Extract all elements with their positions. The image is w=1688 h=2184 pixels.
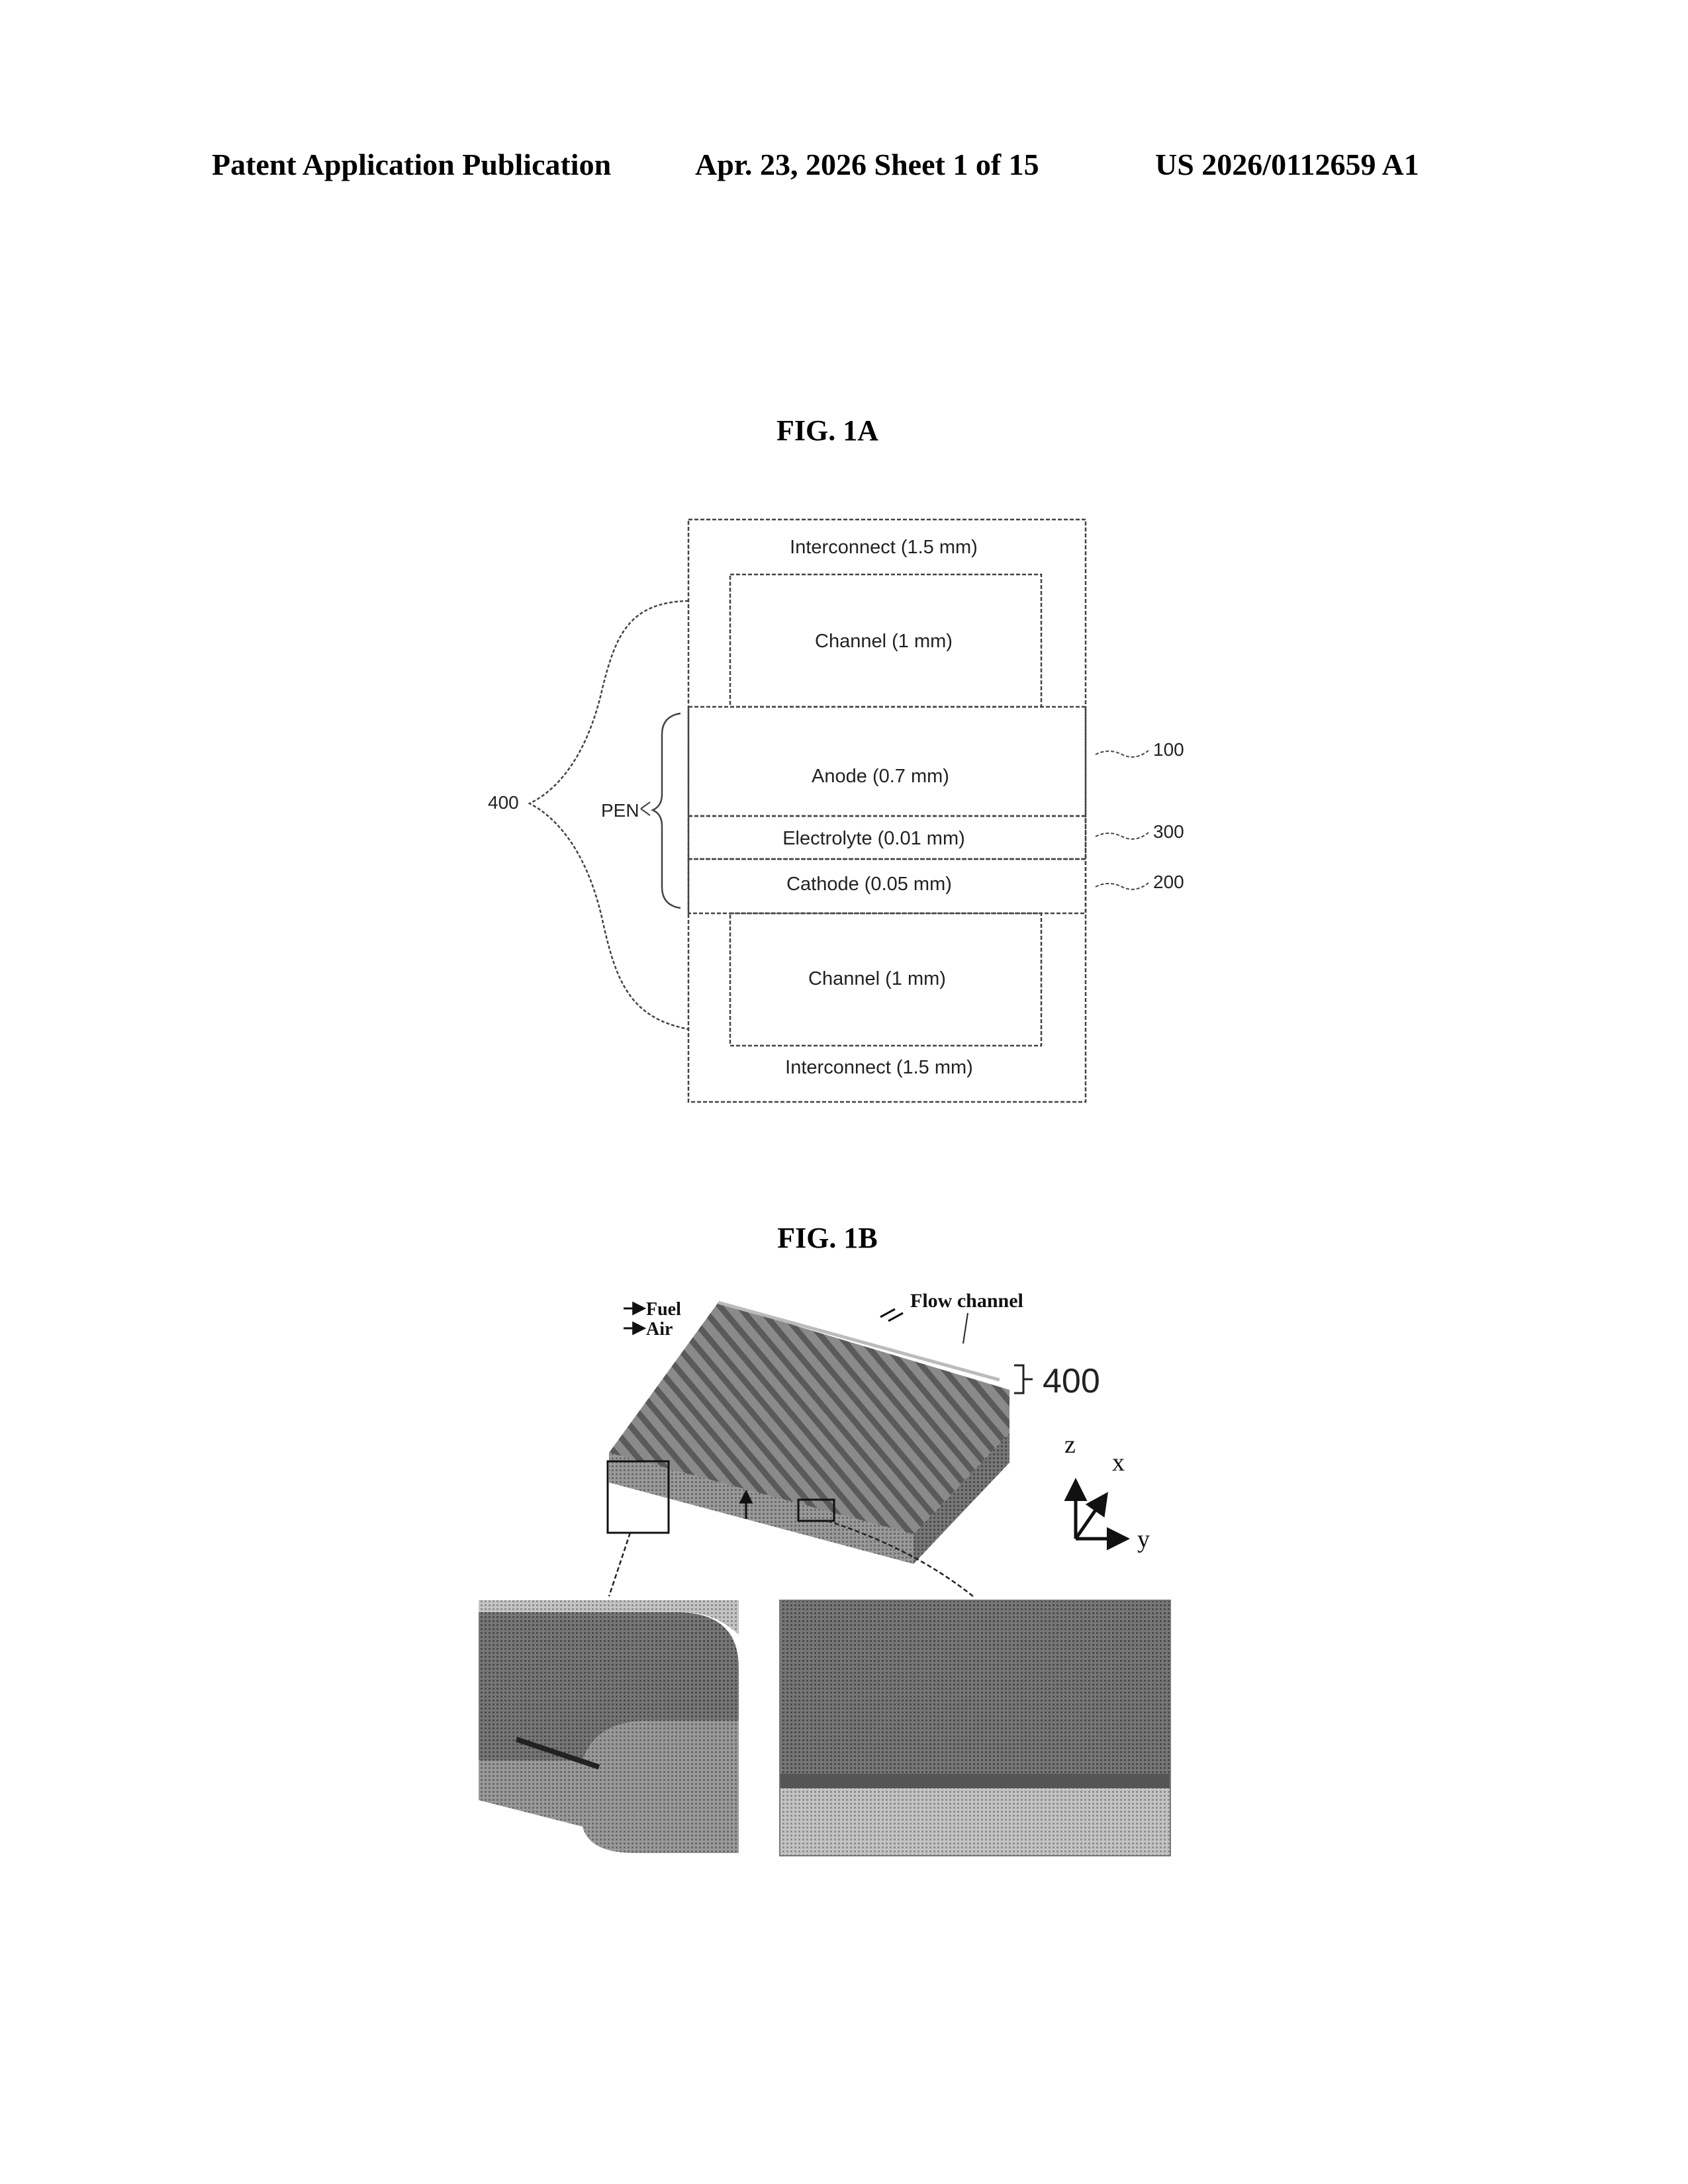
ref-pen: PEN <box>601 800 639 821</box>
label-channel-bottom: Channel (1 mm) <box>808 968 946 989</box>
axes-triad: z x y <box>1064 1431 1150 1553</box>
anode-box <box>688 707 1086 816</box>
inset-right-thin-layer <box>780 1774 1170 1788</box>
leader-100 <box>1096 751 1149 757</box>
x-axis <box>1076 1496 1105 1539</box>
leader-300 <box>1096 833 1149 839</box>
flow-channel-arrows-icon <box>880 1309 903 1321</box>
zoom-inset-corner <box>479 1600 739 1858</box>
flow-channel-label: Flow channel <box>910 1290 1023 1312</box>
ref-200: 200 <box>1153 872 1184 892</box>
outer-interconnect-box <box>688 520 1086 1102</box>
fig1a-diagram <box>688 520 1086 1102</box>
stack-ref-bracket <box>1014 1365 1033 1393</box>
fuel-cell-stack-block <box>608 1302 1009 1564</box>
label-interconnect-bottom: Interconnect (1.5 mm) <box>785 1057 973 1078</box>
ref-100: 100 <box>1153 739 1184 760</box>
label-electrolyte: Electrolyte (0.01 mm) <box>782 828 965 849</box>
ref-300: 300 <box>1153 821 1184 842</box>
axis-label-x: x <box>1112 1449 1125 1477</box>
axis-label-y: y <box>1137 1525 1150 1553</box>
zoom-leader-left <box>609 1533 630 1596</box>
fig1a-refs: 100 300 200 PEN 400 <box>488 601 1184 1029</box>
fig1b-legend: Fuel Air <box>624 1299 681 1340</box>
stack-ref-400: 400 <box>1043 1362 1100 1400</box>
pen-arrow <box>641 802 650 815</box>
inset-right-upper <box>780 1600 1170 1778</box>
flow-channel-leader <box>963 1313 968 1343</box>
label-cathode: Cathode (0.05 mm) <box>786 874 952 895</box>
legend-fuel: Fuel <box>646 1299 681 1320</box>
leader-200 <box>1096 883 1149 889</box>
inset-right-lower <box>780 1788 1170 1856</box>
label-channel-top: Channel (1 mm) <box>815 631 953 652</box>
pen-bracket <box>653 713 680 908</box>
fig1a-labels: Interconnect (1.5 mm) Channel (1 mm) Ano… <box>782 537 978 1078</box>
zoom-inset-section <box>780 1600 1170 1856</box>
label-interconnect-top: Interconnect (1.5 mm) <box>790 537 978 558</box>
ref-400: 400 <box>488 792 519 813</box>
legend-air: Air <box>646 1319 673 1340</box>
axis-label-z: z <box>1064 1431 1076 1459</box>
label-anode: Anode (0.7 mm) <box>812 766 949 787</box>
